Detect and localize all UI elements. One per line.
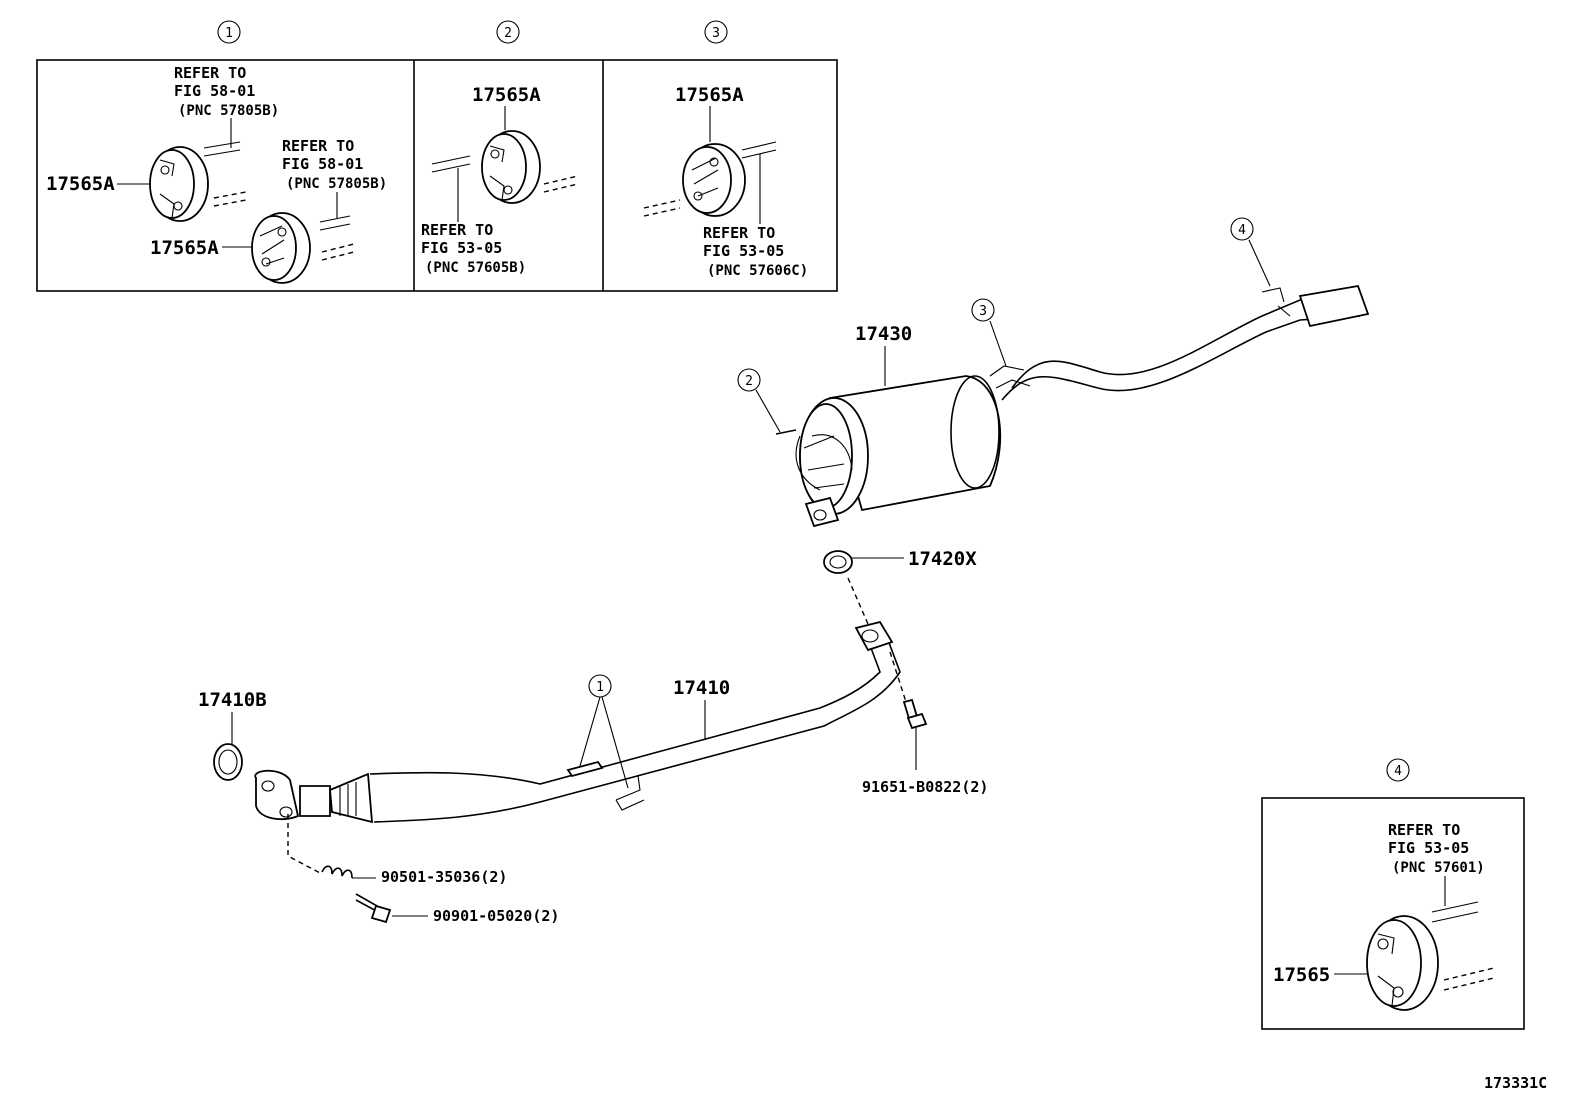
box3-part: 17565A [675, 84, 744, 106]
label-spring: 90501-35036(2) [381, 868, 507, 886]
box1-part-lower: 17565A [150, 237, 219, 259]
front-pipe [254, 620, 901, 824]
box2-ref-line1: REFER TO [421, 221, 493, 239]
label-bolt-left: 90901-05020(2) [433, 907, 559, 925]
label-bolt-right: 91651-B0822(2) [862, 778, 988, 796]
svg-text:4: 4 [1238, 223, 1246, 238]
box2-part: 17565A [472, 84, 541, 106]
callout-1-main: 1 [579, 674, 629, 789]
box3-ref-line1: REFER TO [703, 224, 775, 242]
box3-ref-line3: (PNC 57606C) [707, 263, 808, 279]
gasket-front: 17410B [198, 689, 267, 781]
svg-text:2: 2 [504, 26, 512, 41]
callout-1-header: 1 [217, 20, 241, 44]
box4-ref-line2: FIG 53-05 [1388, 839, 1469, 857]
svg-text:3: 3 [712, 26, 720, 41]
rubber-hanger-box4 [1366, 915, 1439, 1011]
figure-id: 173331C [1484, 1074, 1547, 1092]
tail-pipe [1001, 284, 1370, 401]
box1-part-upper: 17565A [46, 173, 115, 195]
spring-and-bolt: 90501-35036(2) 90901-05020(2) [287, 814, 559, 925]
box1-ref-b-line1: REFER TO [282, 137, 354, 155]
label-gasket-front: 17410B [198, 689, 267, 711]
callout-3-header: 3 [704, 20, 728, 44]
gasket-upper: 17420X [823, 548, 977, 625]
box4-ref-line1: REFER TO [1388, 821, 1460, 839]
callout-2-header: 2 [496, 20, 520, 44]
callout-4-header: 4 [1386, 758, 1410, 782]
inset-4: REFER TO FIG 53-05 (PNC 57601) 17565 [1261, 797, 1525, 1030]
box3-ref-line2: FIG 53-05 [703, 242, 784, 260]
box1-ref-a-line1: REFER TO [174, 64, 246, 82]
rubber-hanger-box2 [481, 130, 541, 204]
svg-text:2: 2 [745, 374, 753, 389]
rubber-hanger-lower [251, 212, 311, 284]
svg-text:1: 1 [596, 680, 604, 695]
inset-2: 17565A REFER TO FIG 53-05 (PNC 57605B) [421, 84, 579, 276]
label-front-pipe: 17410 [673, 677, 730, 699]
label-gasket-upper: 17420X [908, 548, 977, 570]
box2-ref-line3: (PNC 57605B) [425, 260, 526, 276]
callout-2-main: 2 [737, 368, 797, 435]
box4-ref-line3: (PNC 57601) [1392, 860, 1485, 876]
rubber-hanger-box3 [682, 143, 746, 217]
box1-ref-b-line3: (PNC 57805B) [286, 176, 387, 192]
box1-ref-a-line3: (PNC 57805B) [178, 103, 279, 119]
svg-text:3: 3 [979, 304, 987, 319]
callout-3-main: 3 [971, 298, 1007, 367]
box1-ref-b-line2: FIG 58-01 [282, 155, 363, 173]
rubber-hanger-upper [149, 146, 209, 222]
box2-ref-line2: FIG 53-05 [421, 239, 502, 257]
bolt-right: 91651-B0822(2) [862, 651, 988, 796]
inset-3: 17565A REFER TO FIG 53-05 (PNC 57606C) [643, 84, 808, 279]
svg-text:1: 1 [225, 26, 233, 41]
box1-ref-a-line2: FIG 58-01 [174, 82, 255, 100]
box4-part: 17565 [1273, 964, 1330, 986]
inset-panel-top [36, 59, 838, 292]
label-muffler: 17430 [855, 323, 912, 345]
svg-text:4: 4 [1394, 764, 1402, 779]
callout-4-main: 4 [1230, 217, 1271, 287]
inset-1: REFER TO FIG 58-01 (PNC 57805B) REFER TO… [46, 64, 387, 284]
muffler [795, 365, 1031, 528]
